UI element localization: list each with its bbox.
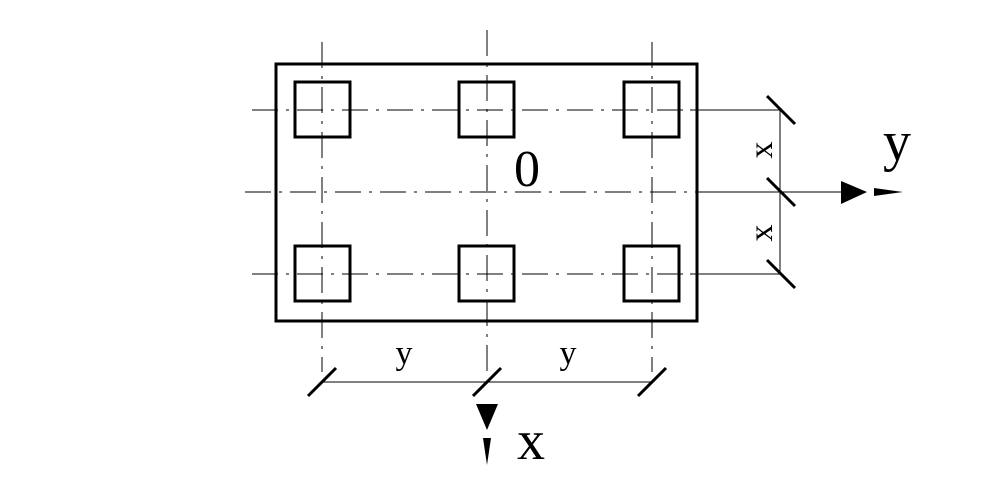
right-tick-top (765, 94, 797, 126)
bottom-tick-left (306, 366, 338, 398)
dim-label-x-upper: x (743, 142, 780, 159)
x-axis-arrow-tail-icon (483, 438, 491, 465)
x-axis-arrow-icon (476, 404, 498, 430)
bottom-dimension: y y (306, 335, 668, 398)
bottom-tick-middle (471, 366, 503, 398)
origin-label: 0 (514, 141, 540, 198)
pile-bottom-left (293, 244, 352, 303)
axis-label-x: x (517, 410, 545, 472)
piles (293, 80, 681, 303)
pile-top-middle (457, 80, 516, 139)
axis-label-y: y (883, 111, 911, 173)
pile-top-left (293, 80, 352, 139)
bottom-tick-right (636, 366, 668, 398)
dim-label-x-lower: x (743, 225, 780, 242)
pile-top-right (622, 80, 681, 139)
x-axis: x (476, 404, 545, 472)
right-tick-bottom (765, 258, 797, 290)
center-lines (245, 30, 695, 372)
dim-label-y-left: y (396, 335, 413, 372)
y-axis: y (695, 111, 911, 204)
y-axis-arrow-icon (841, 181, 867, 204)
dim-label-y-right: y (560, 335, 577, 372)
y-axis-arrow-tail-icon (874, 188, 903, 196)
pile-bottom-right (622, 244, 681, 303)
pile-bottom-middle (457, 244, 516, 303)
